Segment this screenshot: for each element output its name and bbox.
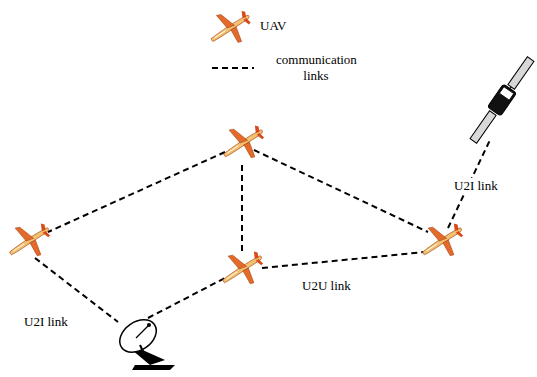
uav-icon xyxy=(224,126,264,158)
communication-links xyxy=(35,68,490,322)
satellite-icon xyxy=(467,54,537,145)
link-label: U2I link xyxy=(452,178,500,194)
legend-text: UAV xyxy=(258,18,289,34)
ground-station-dish xyxy=(114,313,175,370)
link-label: U2U link xyxy=(300,278,353,294)
uav-icon xyxy=(211,11,251,43)
link-label: U2I link xyxy=(22,314,70,330)
uav-icon xyxy=(423,224,463,256)
legend-text: communication links xyxy=(274,52,358,83)
uav-icon xyxy=(223,252,263,284)
uav-icon xyxy=(10,224,50,256)
